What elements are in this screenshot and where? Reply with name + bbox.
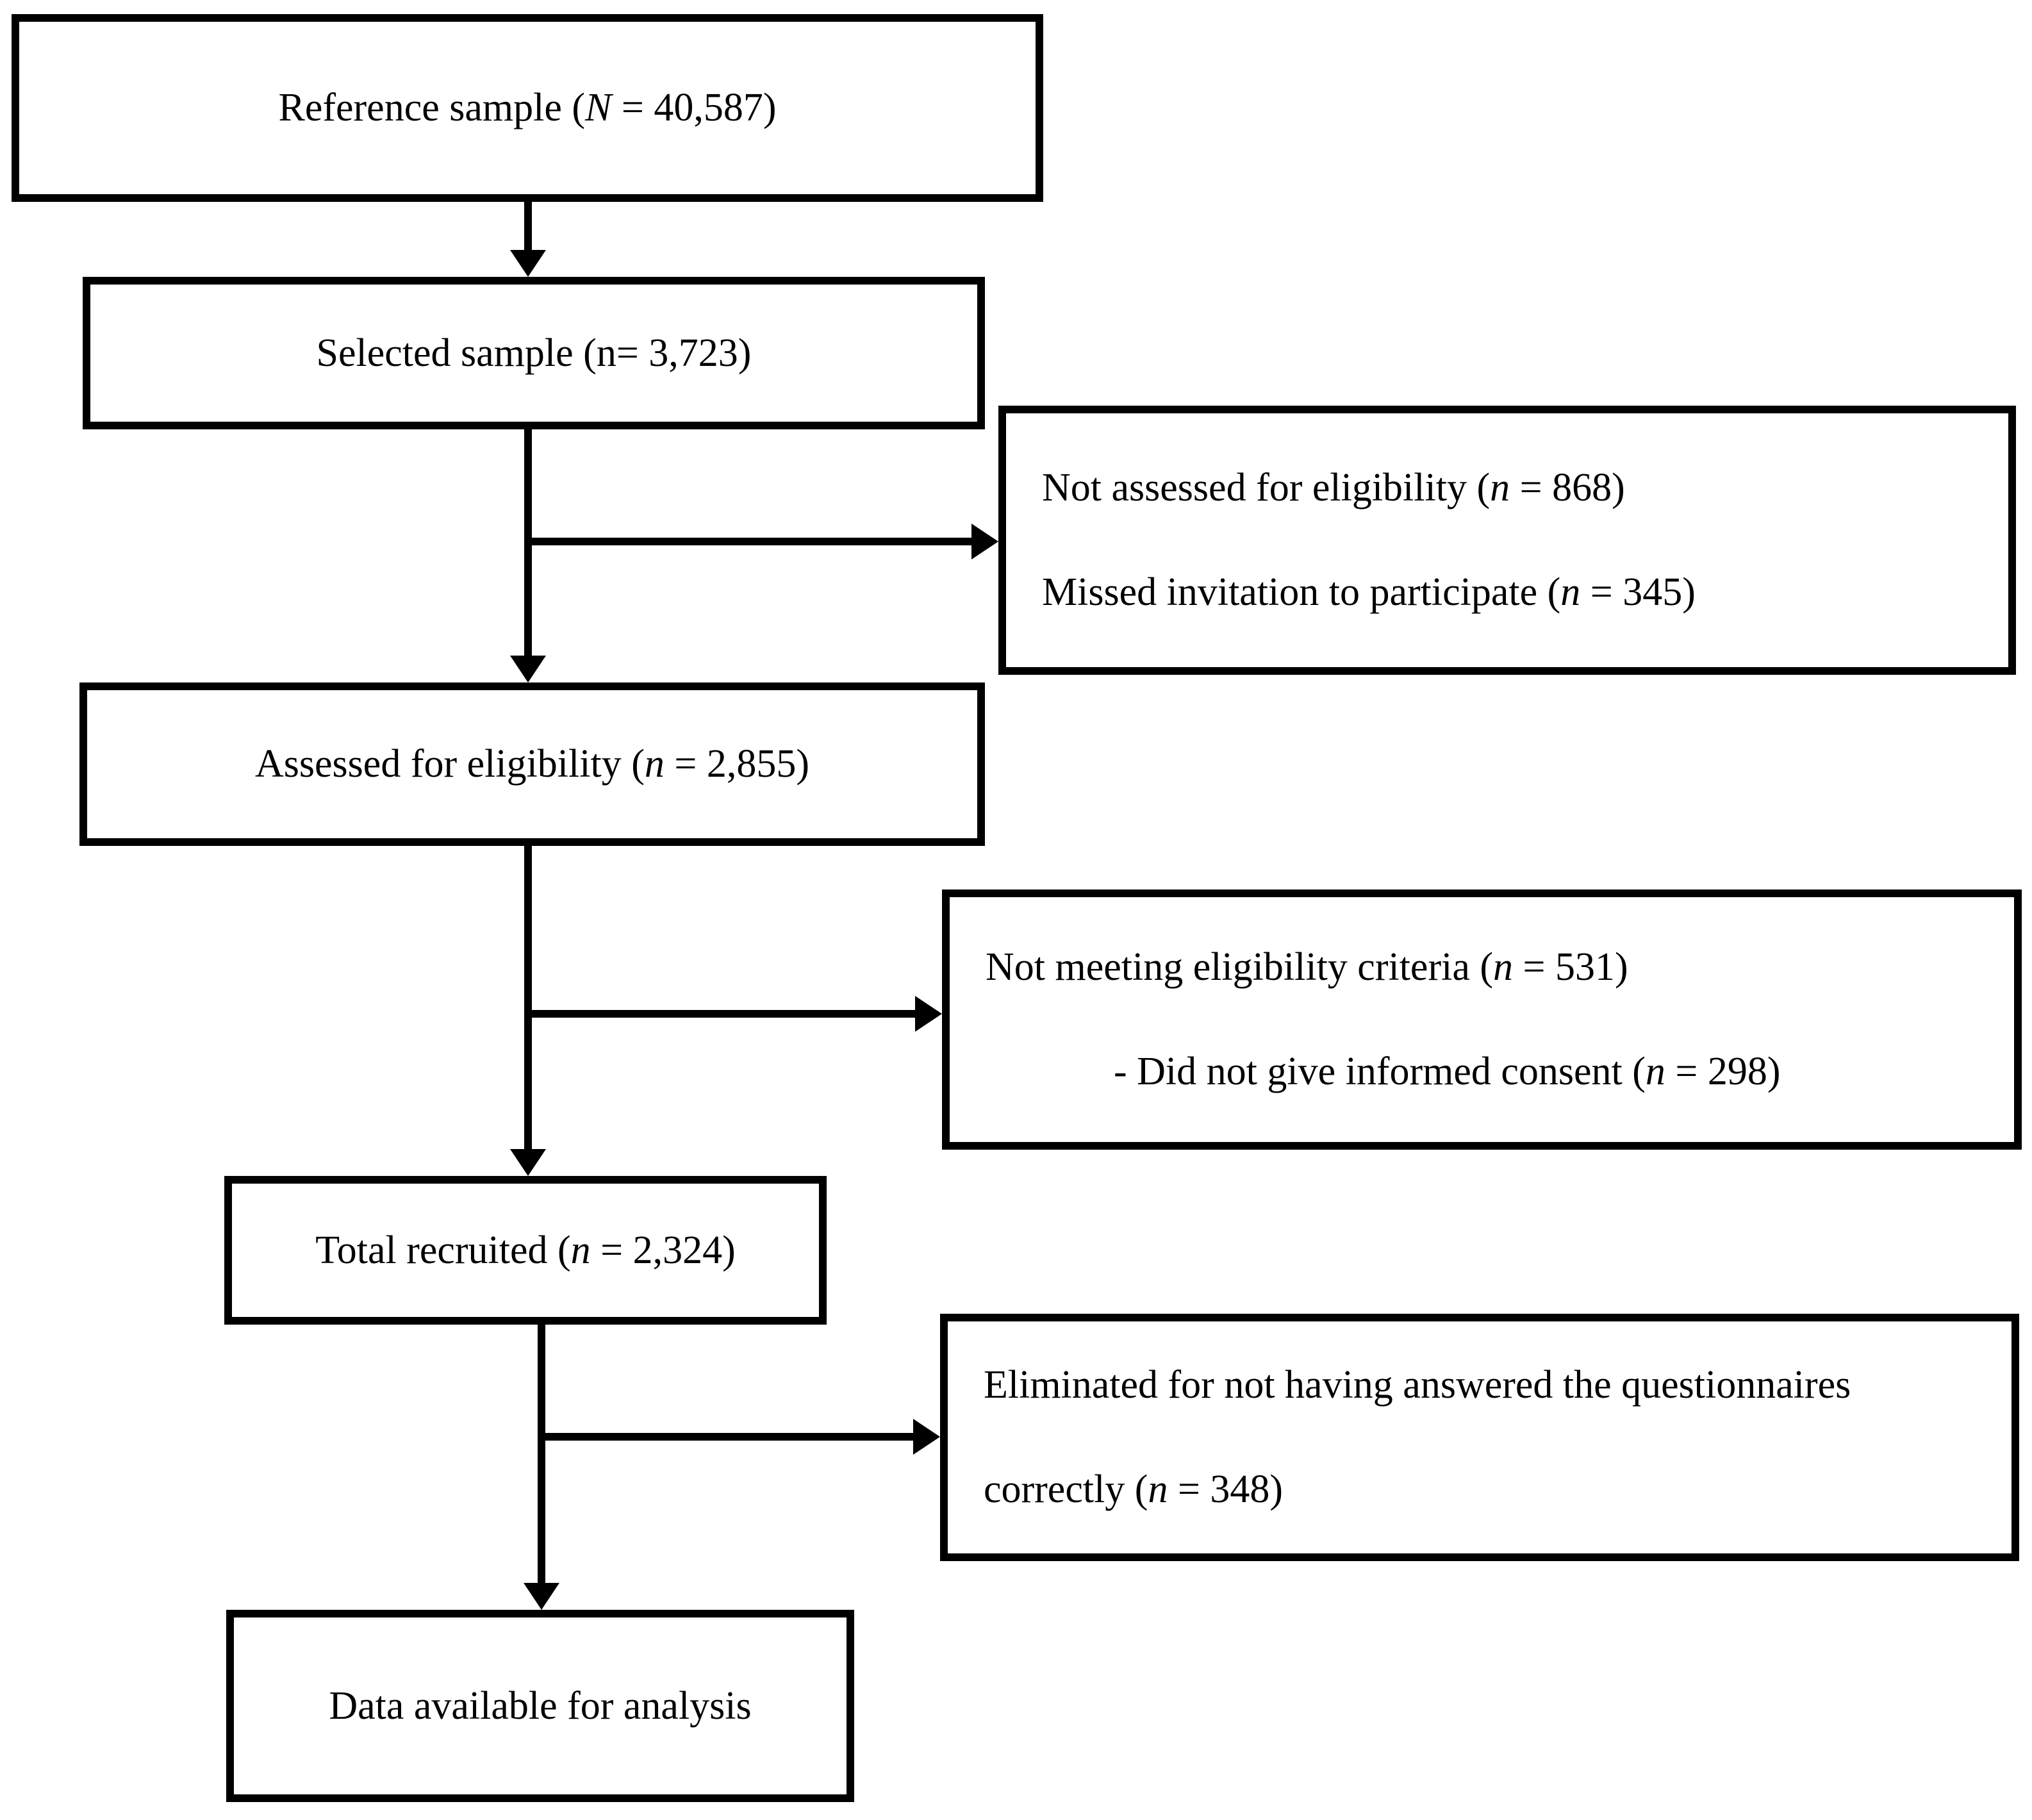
arrowhead-down-2-icon xyxy=(510,656,546,682)
n-variable: n xyxy=(1560,570,1581,614)
text-segment: Not assessed for eligibility ( xyxy=(1042,466,1491,509)
text-segment: Eliminated for not having answered the q… xyxy=(984,1363,1851,1407)
box-selected-sample-label: Selected sample (n= 3,723) xyxy=(317,331,752,376)
text-segment: = 298) xyxy=(1665,1050,1781,1093)
n-variable: N xyxy=(585,86,612,129)
connector-reference-to-selected xyxy=(524,201,532,251)
box-not-assessed: Not assessed for eligibility (n = 868) M… xyxy=(998,406,2016,675)
text-segment: = 345) xyxy=(1580,570,1696,614)
box-not-meeting-criteria-line2: - Did not give informed consent (n = 298… xyxy=(1114,1049,2004,1095)
box-not-assessed-line2: Missed invitation to participate (n = 34… xyxy=(1042,570,1998,615)
arrowhead-right-2-icon xyxy=(915,996,942,1032)
n-variable: n xyxy=(1492,945,1513,989)
box-not-assessed-line1: Not assessed for eligibility (n = 868) xyxy=(1042,465,1998,511)
box-total-recruited-label: Total recruited (n = 2,324) xyxy=(315,1228,736,1273)
n-variable: n xyxy=(644,742,665,786)
box-assessed-eligibility: Assessed for eligibility (n = 2,855) xyxy=(79,682,985,846)
box-eliminated: Eliminated for not having answered the q… xyxy=(940,1314,2019,1561)
box-data-available-label: Data available for analysis xyxy=(329,1684,751,1729)
box-not-meeting-criteria: Not meeting eligibility criteria (n = 53… xyxy=(942,889,2022,1150)
arrowhead-right-3-icon xyxy=(913,1419,940,1455)
branch-to-eliminated xyxy=(538,1433,914,1441)
text-segment: = 868) xyxy=(1510,466,1625,509)
text-segment: Reference sample ( xyxy=(278,86,586,129)
text-segment: = 2,855) xyxy=(664,742,809,786)
arrowhead-down-1-icon xyxy=(510,250,546,277)
connector-recruited-to-available xyxy=(538,1323,545,1584)
box-selected-sample: Selected sample (n= 3,723) xyxy=(83,277,985,429)
box-assessed-eligibility-label: Assessed for eligibility (n = 2,855) xyxy=(255,741,809,787)
n-variable: n xyxy=(1645,1050,1665,1093)
box-eliminated-line1: Eliminated for not having answered the q… xyxy=(984,1362,2001,1408)
box-data-available: Data available for analysis xyxy=(226,1610,854,1802)
branch-to-not-meeting-criteria xyxy=(524,1010,916,1018)
n-variable: n xyxy=(570,1228,591,1272)
box-eliminated-line2: correctly (n = 348) xyxy=(984,1467,2001,1512)
arrowhead-right-1-icon xyxy=(971,524,998,559)
arrowhead-down-3-icon xyxy=(510,1149,546,1176)
arrowhead-down-4-icon xyxy=(524,1583,559,1610)
text-segment: Not meeting eligibility criteria ( xyxy=(986,945,1493,989)
text-segment: Total recruited ( xyxy=(315,1228,571,1272)
box-reference-sample: Reference sample (N = 40,587) xyxy=(12,14,1043,202)
text-segment: = 40,587) xyxy=(611,86,777,129)
text-segment: Missed invitation to participate ( xyxy=(1042,570,1561,614)
box-reference-sample-label: Reference sample (N = 40,587) xyxy=(279,85,777,131)
n-variable: n xyxy=(1148,1468,1168,1511)
box-not-meeting-criteria-line1: Not meeting eligibility criteria (n = 53… xyxy=(986,945,2004,990)
text-segment: = 2,324) xyxy=(590,1228,736,1272)
box-total-recruited: Total recruited (n = 2,324) xyxy=(224,1176,827,1325)
text-segment: = 531) xyxy=(1512,945,1628,989)
n-variable: n xyxy=(1490,466,1510,509)
connector-assessed-to-recruited xyxy=(524,845,532,1150)
branch-to-not-assessed xyxy=(524,538,973,545)
text-segment: = 348) xyxy=(1168,1468,1284,1511)
text-segment: Assessed for eligibility ( xyxy=(255,742,645,786)
text-segment: Selected sample (n= 3,723) xyxy=(316,331,752,375)
text-segment: - Did not give informed consent ( xyxy=(1114,1050,1646,1093)
text-segment: Data available for analysis xyxy=(329,1684,752,1728)
text-segment: correctly ( xyxy=(984,1468,1148,1511)
